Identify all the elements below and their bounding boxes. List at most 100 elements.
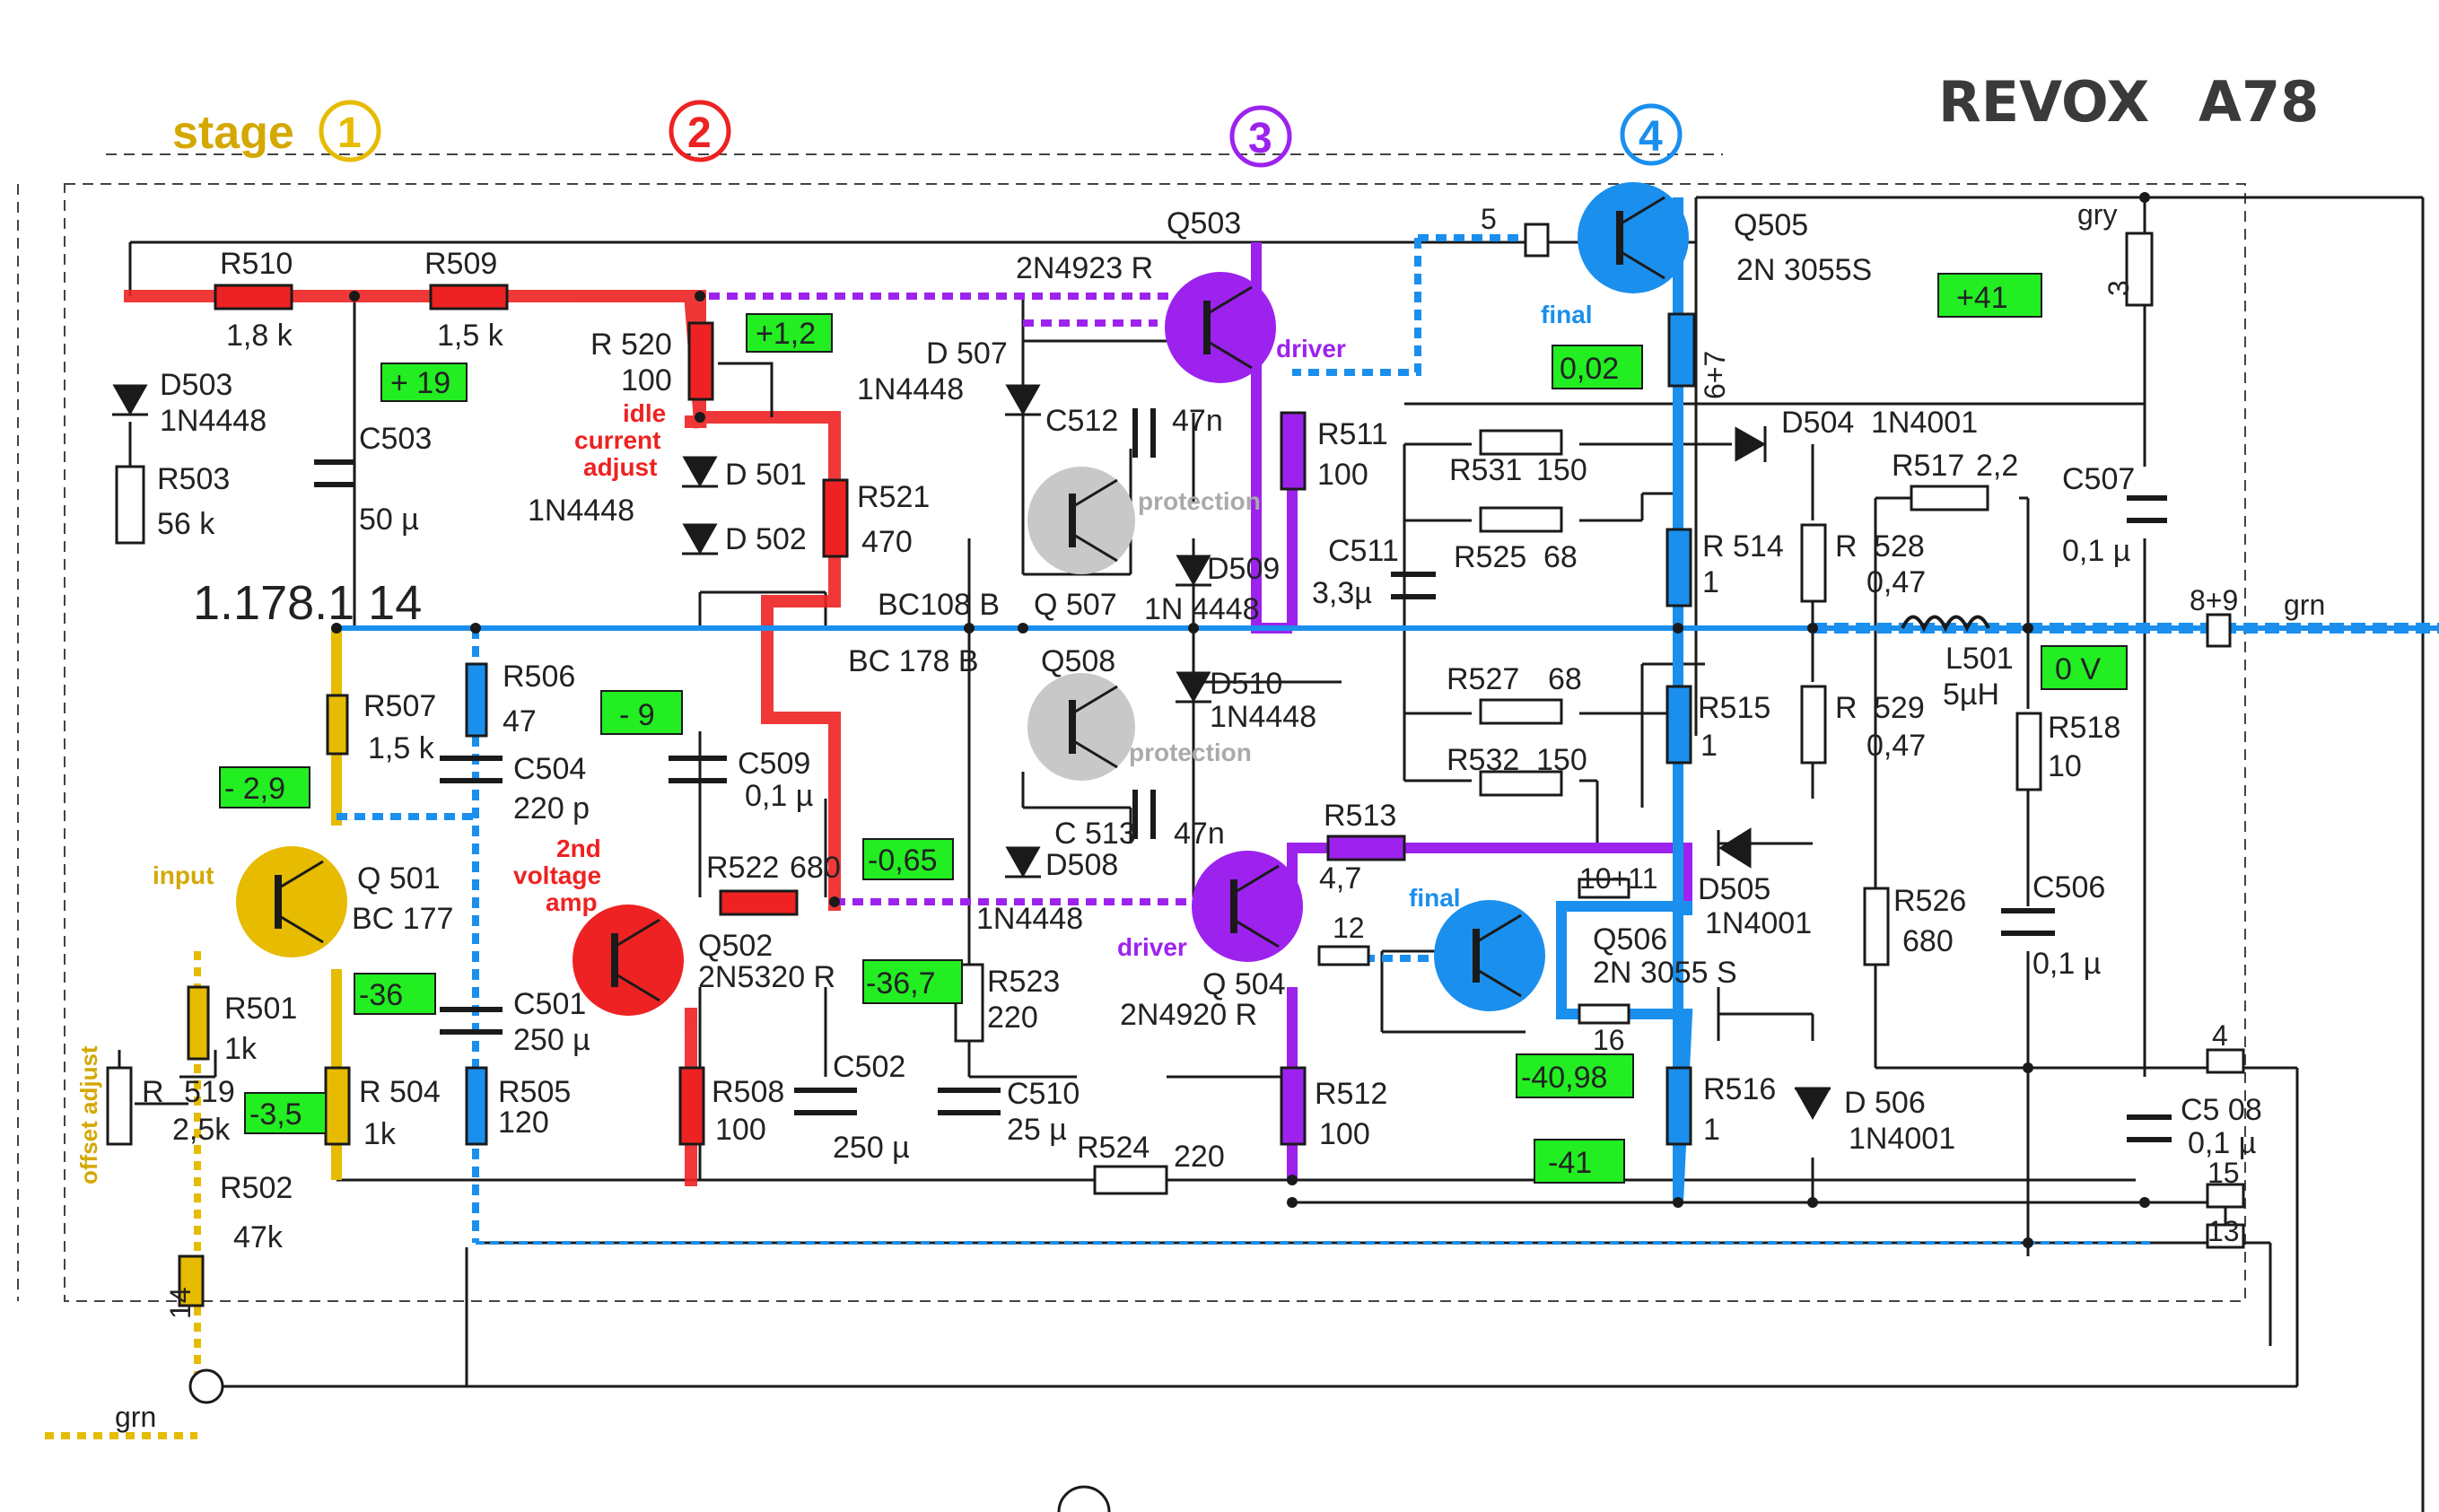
v-m3-5: -3,5	[249, 1097, 302, 1132]
lbl-r502: R502	[220, 1171, 293, 1205]
r506-body	[465, 662, 488, 738]
r519-body	[106, 1066, 133, 1146]
val-q504: 2N4920 R	[1120, 998, 1257, 1032]
pin16	[1578, 1003, 1630, 1025]
lbl-q504: Q 504	[1202, 967, 1286, 1001]
val-d508: 1N4448	[976, 902, 1083, 936]
q507-body	[1027, 467, 1135, 574]
resistors	[106, 232, 2154, 1307]
d502-symbol	[682, 523, 718, 555]
lbl-r506: R506	[503, 660, 575, 694]
pin-16: 16	[1593, 1024, 1625, 1056]
ann-adjust: adjust	[583, 453, 657, 481]
ann-amp: amp	[546, 888, 598, 916]
brand-maker: REVOX	[1938, 69, 2149, 135]
val-r529: 0,47	[1866, 729, 1926, 763]
val-r509: 1,5 k	[437, 319, 504, 353]
r520-body	[687, 321, 714, 401]
pot-r520	[718, 362, 774, 417]
lbl-bc108: BC108 B	[878, 588, 1000, 622]
val-d50x: 1N4448	[528, 494, 634, 528]
lbl-q508: Q508	[1041, 644, 1115, 678]
r505-body	[465, 1066, 488, 1146]
val-q502: 2N5320 R	[698, 960, 835, 994]
lbl-d504: D504	[1781, 406, 1854, 440]
lbl-c512: C512	[1045, 404, 1118, 438]
val-r531: 150	[1536, 453, 1587, 487]
d501-symbol	[682, 456, 718, 488]
lbl-d506: D 506	[1844, 1086, 1926, 1120]
v-41: +41	[1956, 281, 2008, 315]
lbl-c509: C509	[738, 747, 810, 781]
val-r507: 1,5 k	[368, 731, 435, 765]
lbl-d509: D509	[1207, 552, 1280, 586]
val-d506: 1N4001	[1849, 1122, 1955, 1156]
stage4-num: 4	[1639, 113, 1663, 161]
lbl-r523: R523	[987, 965, 1060, 999]
stage1-num: 1	[337, 109, 362, 157]
pin1011	[1578, 878, 1630, 899]
q501-body	[236, 846, 347, 957]
r532-body	[1479, 770, 1563, 797]
v-m40-98: -40,98	[1521, 1061, 1607, 1095]
lbl-l501: L501	[1945, 642, 2014, 676]
r529-body	[1800, 685, 1827, 765]
pin-12: 12	[1333, 912, 1365, 944]
val-r528: 0,47	[1866, 565, 1926, 599]
lbl-r524: R524	[1077, 1131, 1150, 1165]
r522-body	[719, 889, 799, 916]
lbl-r501: R501	[224, 992, 297, 1026]
pot-r519	[118, 1050, 188, 1106]
q508-body	[1027, 673, 1135, 781]
val-c504: 220 p	[513, 791, 590, 826]
val-d503: 1N4448	[160, 404, 267, 438]
val-r506: 47	[503, 704, 537, 739]
val-d510: 1N4448	[1210, 700, 1316, 734]
pin-grn1: grn	[2284, 589, 2325, 621]
lbl-c513: C 513	[1054, 817, 1136, 851]
d507-symbol	[1005, 384, 1041, 416]
d506-symbol	[1795, 1088, 1831, 1121]
lbl-r527: R527	[1447, 662, 1519, 696]
stage2-circle	[669, 100, 731, 162]
val-d505: 1N4001	[1705, 906, 1812, 940]
lbl-r512: R512	[1315, 1077, 1387, 1111]
stage3-num: 3	[1248, 115, 1272, 162]
lbl-d505: D505	[1698, 872, 1770, 906]
val-c509: 0,1 µ	[745, 779, 813, 813]
val-r521: 470	[861, 525, 913, 559]
pin-13: 13	[2207, 1215, 2240, 1247]
d508-symbol	[1005, 846, 1041, 878]
pin-15: 15	[2207, 1157, 2240, 1189]
val-r532: 150	[1536, 743, 1587, 777]
r502-pin-body	[178, 1254, 205, 1307]
pin-4: 4	[2212, 1019, 2228, 1052]
ann-current: current	[574, 426, 660, 454]
r509-body	[429, 284, 509, 310]
ann-input: input	[153, 861, 214, 889]
r512-body	[1280, 1066, 1307, 1146]
val-c501: 250 µ	[513, 1023, 590, 1057]
val-d509: 1N 4448	[1144, 592, 1260, 626]
grn-node	[188, 1368, 224, 1404]
lbl-r522: R522	[706, 851, 779, 885]
lbl-r532: R532	[1447, 743, 1519, 777]
lbl-bc178: BC 178 B	[848, 644, 979, 678]
inductor-l501	[1901, 615, 1990, 633]
r524-body	[1093, 1165, 1168, 1195]
lbl-c507: C507	[2062, 462, 2135, 496]
val-r522: 680	[790, 851, 841, 885]
pin89	[2206, 613, 2232, 648]
connector-pins	[188, 223, 2245, 1512]
val-q505: 2N 3055S	[1736, 253, 1872, 287]
r527-body	[1479, 698, 1563, 725]
lbl-d507: D 507	[926, 336, 1008, 371]
stage4-circle	[1620, 103, 1683, 166]
pin3-body	[2125, 232, 2154, 307]
dots	[331, 192, 2150, 1248]
lbl-r508: R508	[712, 1075, 784, 1109]
d504-symbol	[1735, 426, 1767, 462]
d505-symbol	[1718, 827, 1752, 869]
val-r524: 220	[1174, 1140, 1225, 1174]
